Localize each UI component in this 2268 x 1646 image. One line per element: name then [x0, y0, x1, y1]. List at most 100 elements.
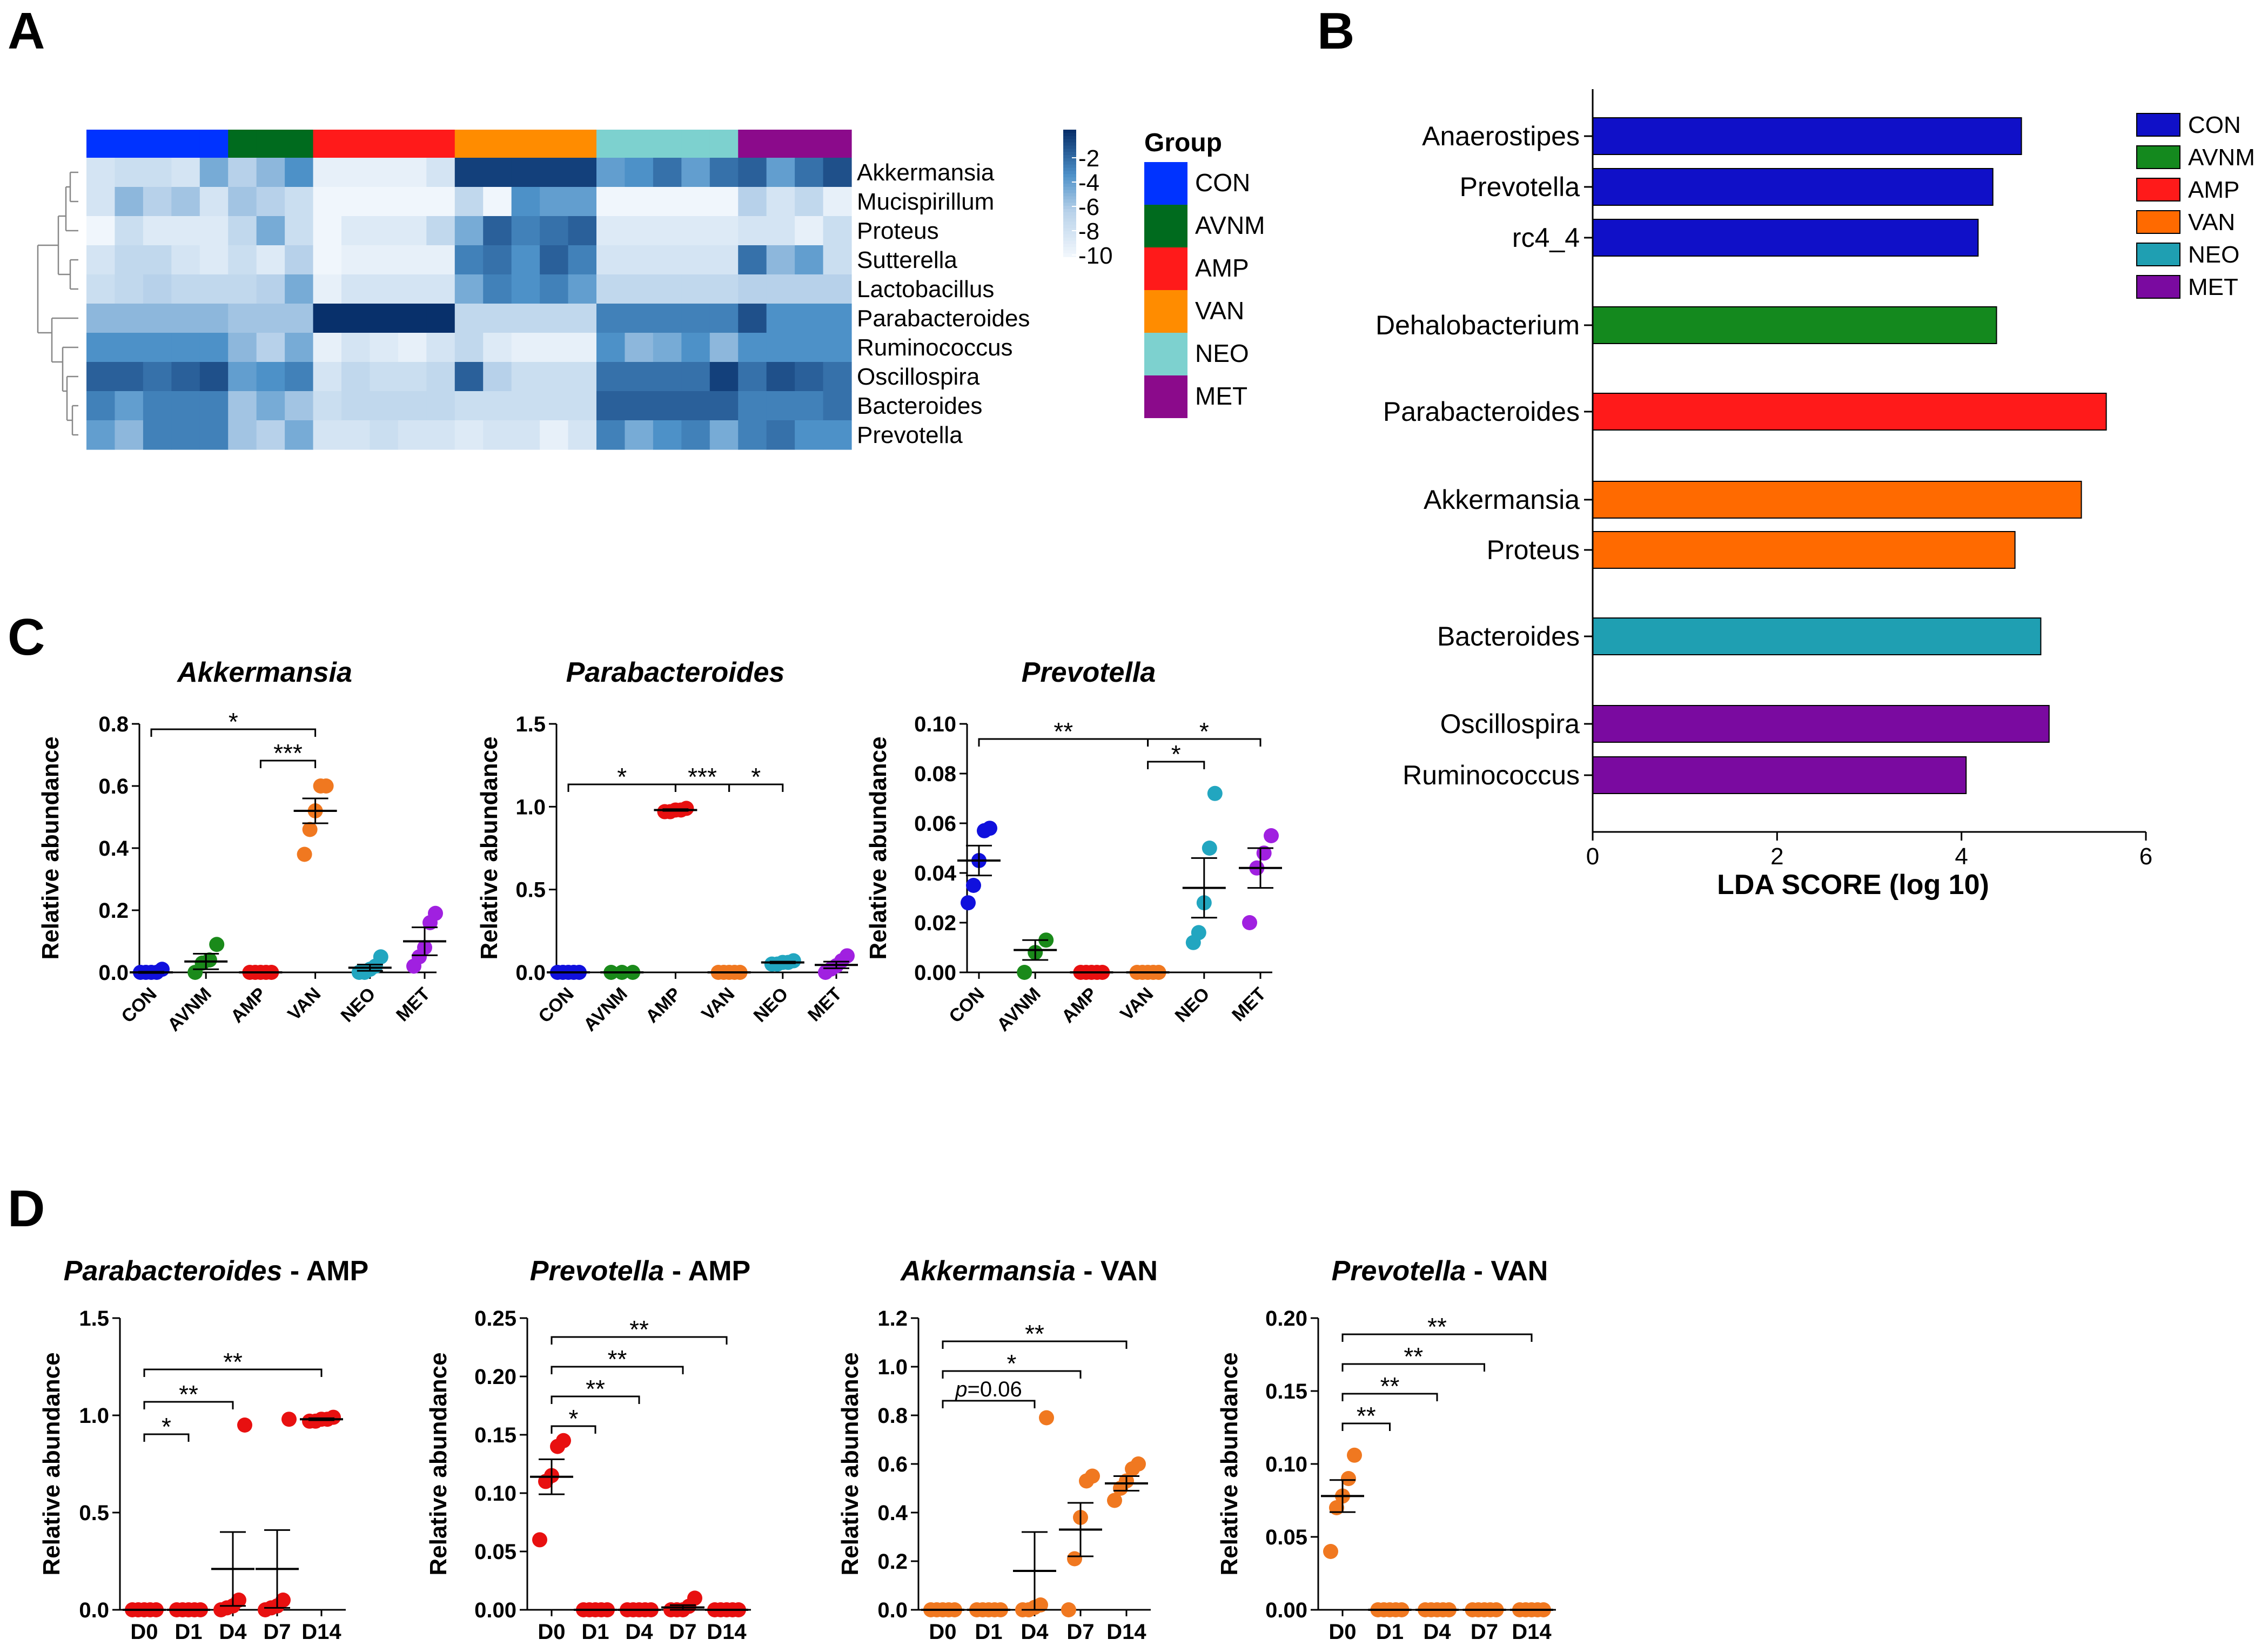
- heatmap-cell: [199, 362, 229, 392]
- significance-label: ***: [688, 763, 717, 791]
- legend-label: MET: [1195, 382, 1247, 410]
- y-tick-label: 0.8: [98, 713, 129, 736]
- plot-title-genus: Prevotella: [530, 1255, 665, 1287]
- heatmap-cell: [568, 420, 597, 450]
- heatmap-cell: [341, 391, 371, 421]
- data-point: [966, 878, 981, 893]
- colorbar-segment: [1063, 244, 1076, 248]
- heatmap-cell: [86, 274, 116, 304]
- significance-label: *: [1199, 717, 1209, 745]
- heatmap-cell: [370, 216, 399, 246]
- data-point: [1039, 1410, 1054, 1426]
- heatmap-cell: [426, 391, 455, 421]
- legend-swatch: [1144, 205, 1187, 247]
- lda-bar: [1592, 531, 2016, 569]
- data-point: [326, 1409, 341, 1425]
- heatmap-cell: [454, 216, 484, 246]
- colorbar-segment: [1063, 228, 1076, 232]
- heatmap-cell: [568, 304, 597, 333]
- colorbar-segment: [1063, 164, 1076, 169]
- colorbar-segment: [1063, 193, 1076, 197]
- heatmap-cell: [766, 187, 795, 217]
- heatmap-cell: [426, 274, 455, 304]
- heatmap-cell: [199, 420, 229, 450]
- heatmap-cell: [143, 333, 172, 362]
- scatter-panel-C3: Prevotella0.000.020.040.060.080.10Relati…: [865, 657, 1282, 1036]
- lda-category-label: rc4_4: [1512, 223, 1580, 253]
- heatmap-cell: [625, 187, 654, 217]
- heatmap-cell: [483, 333, 512, 362]
- lda-legend-swatch: [2136, 145, 2180, 169]
- heatmap-cell: [313, 333, 342, 362]
- heatmap-cell: [86, 304, 116, 333]
- data-point: [202, 952, 217, 968]
- significance-bracket: [143, 1401, 234, 1409]
- heatmap-row-label: Oscillospira: [857, 364, 980, 390]
- heatmap-cell: [370, 420, 399, 450]
- heatmap-cell: [681, 216, 710, 246]
- y-tick-label: 0.20: [1265, 1307, 1307, 1331]
- heatmap-cell: [256, 274, 285, 304]
- heatmap-cell: [795, 333, 824, 362]
- heatmap-cell: [143, 420, 172, 450]
- heatmap-cell: [426, 245, 455, 275]
- colorbar-segment: [1063, 206, 1076, 210]
- heatmap-cell: [596, 274, 626, 304]
- panel-label-d: D: [8, 1180, 45, 1238]
- lda-category-label: Oscillospira: [1440, 709, 1580, 739]
- heatmap-cell: [341, 245, 371, 275]
- heatmap-cell: [426, 158, 455, 187]
- heatmap-cell: [653, 216, 682, 246]
- y-tick-label: 0.10: [1265, 1453, 1307, 1476]
- colorbar-segment: [1063, 130, 1076, 133]
- lda-category-label: Prevotella: [1460, 172, 1580, 202]
- colorbar-segment: [1063, 203, 1076, 206]
- significance-bracket: [143, 1368, 323, 1377]
- y-tick-label: 0.0: [98, 961, 129, 985]
- heatmap-cell: [540, 245, 569, 275]
- significance-label: **: [179, 1380, 198, 1408]
- heatmap-cell: [256, 245, 285, 275]
- heatmap-cell: [86, 333, 116, 362]
- y-tick-label: 0.6: [877, 1453, 908, 1476]
- heatmap-cell: [511, 391, 540, 421]
- heatmap-cell: [426, 362, 455, 392]
- significance-label: **: [1025, 1320, 1044, 1348]
- x-category-label: AVNM: [164, 984, 216, 1036]
- x-category-label: D7: [1066, 1620, 1094, 1644]
- legend-swatch: [1144, 162, 1187, 205]
- significance-label: *: [162, 1413, 171, 1441]
- heatmap-cell: [681, 420, 710, 450]
- heatmap-cell: [115, 304, 144, 333]
- heatmap-cell: [426, 187, 455, 217]
- heatmap-row-label: Parabacteroides: [857, 305, 1030, 332]
- heatmap-cell: [313, 362, 342, 392]
- significance-bracket: [728, 783, 784, 792]
- legend-swatch: [1144, 333, 1187, 375]
- heatmap-cell: [483, 245, 512, 275]
- heatmap-cell: [568, 333, 597, 362]
- heatmap-cell: [143, 216, 172, 246]
- heatmap-cell: [171, 420, 200, 450]
- colorbar-segment: [1063, 190, 1076, 194]
- heatmap-cell: [86, 187, 116, 217]
- x-category-label: D14: [707, 1620, 747, 1644]
- lda-legend-label: AMP: [2188, 177, 2239, 203]
- lda-legend-swatch: [2136, 178, 2180, 201]
- heatmap-cell: [285, 158, 314, 187]
- heatmap-cell: [709, 391, 739, 421]
- panel-b-lda-chart: AnaerostipesPrevotellarc4_4Dehalobacteri…: [1375, 89, 2255, 901]
- heatmap-cell: [483, 274, 512, 304]
- significance-bracket: [551, 1336, 728, 1345]
- heatmap-cell: [766, 216, 795, 246]
- significance-bracket: [259, 760, 317, 768]
- heatmap-cell: [86, 362, 116, 392]
- heatmap-cell: [171, 391, 200, 421]
- x-category-label: D0: [130, 1620, 158, 1644]
- lda-bar: [1592, 393, 2107, 431]
- x-category-label: AMP: [227, 984, 270, 1027]
- lda-legend-label: VAN: [2188, 209, 2235, 236]
- x-category-label: D0: [1328, 1620, 1356, 1644]
- heatmap-cell: [568, 158, 597, 187]
